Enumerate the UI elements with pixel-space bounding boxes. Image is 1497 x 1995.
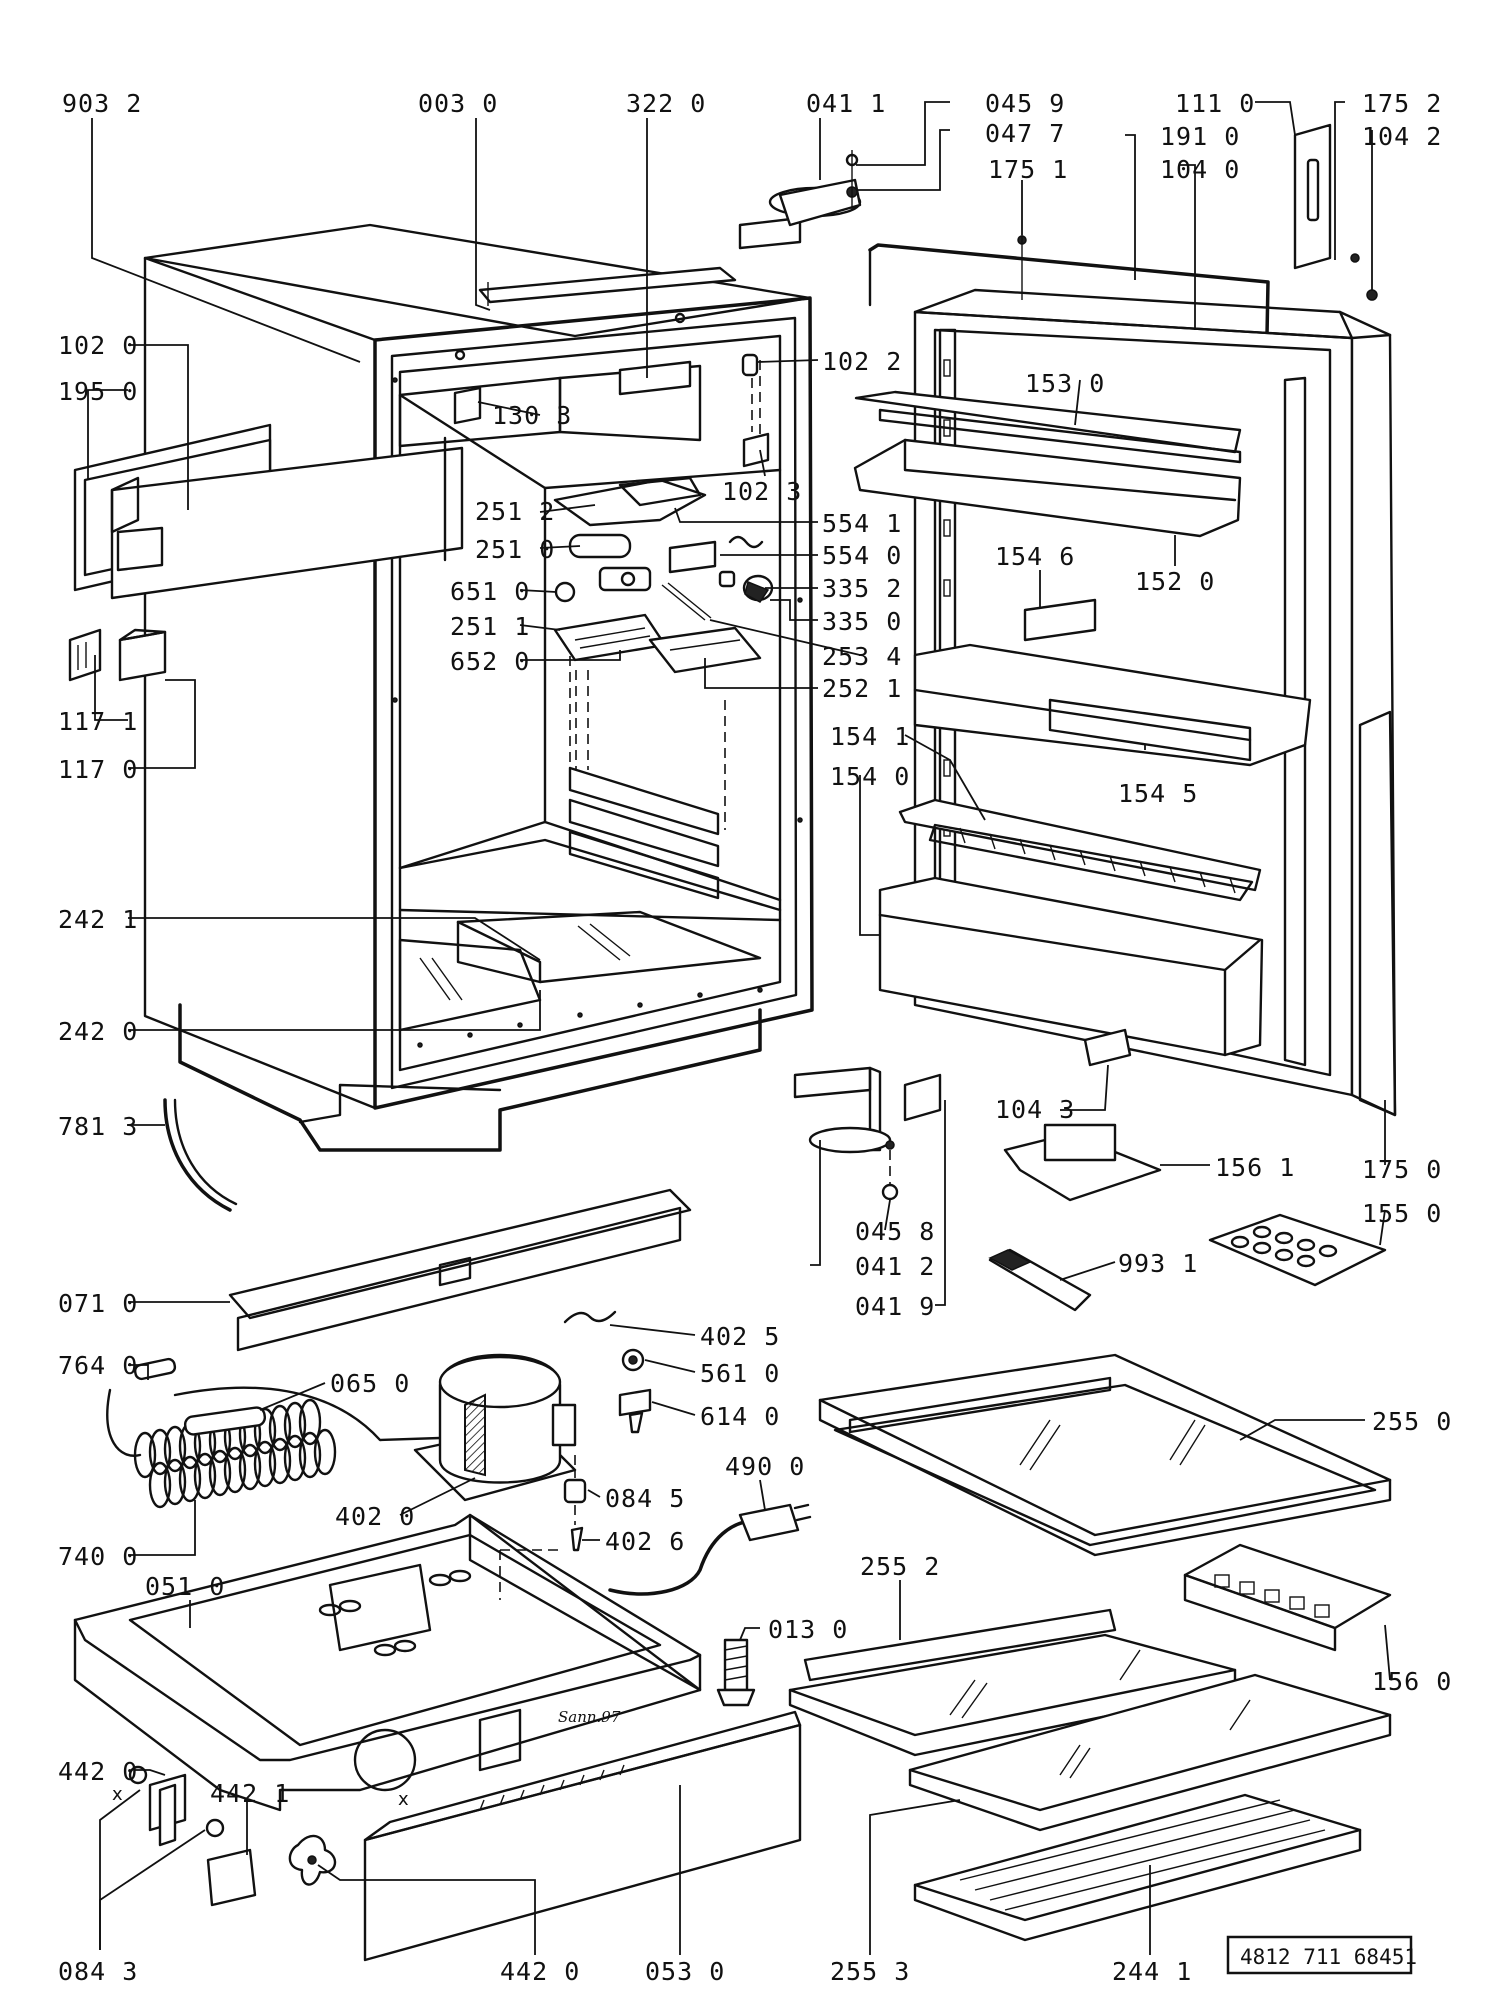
label-130-3: 130 3 bbox=[492, 401, 572, 430]
accessories bbox=[988, 1123, 1392, 1652]
x-mark-left: x bbox=[112, 1784, 123, 1805]
label-053-0: 053 0 bbox=[645, 1957, 725, 1986]
label-554-0: 554 0 bbox=[822, 541, 902, 570]
fan-motor bbox=[128, 1765, 337, 1907]
label-102-3: 102 3 bbox=[722, 477, 802, 506]
document-number-box: 4812 711 68451 bbox=[1226, 1935, 1417, 1975]
label-614-0: 614 0 bbox=[700, 1402, 780, 1431]
label-554-1: 554 1 bbox=[822, 509, 902, 538]
lower-hinge bbox=[793, 1066, 942, 1201]
label-104-2: 104 2 bbox=[1362, 122, 1442, 151]
label-154-6: 154 6 bbox=[995, 542, 1075, 571]
label-242-1: 242 1 bbox=[58, 905, 138, 934]
label-155-0: 155 0 bbox=[1362, 1199, 1442, 1228]
label-651-0: 651 0 bbox=[450, 577, 530, 606]
label-781-3: 781 3 bbox=[58, 1112, 138, 1141]
leader-lines bbox=[87, 101, 1391, 1955]
label-255-0: 255 0 bbox=[1372, 1407, 1452, 1436]
top-hinge bbox=[738, 150, 862, 250]
door bbox=[853, 123, 1397, 1117]
control-panel-parts bbox=[68, 353, 770, 682]
label-154-1: 154 1 bbox=[830, 722, 910, 751]
label-255-3: 255 3 bbox=[830, 1957, 910, 1986]
document-number: 4812 711 68451 bbox=[1240, 1945, 1417, 1969]
label-071-0: 071 0 bbox=[58, 1289, 138, 1318]
label-084-5: 084 5 bbox=[605, 1484, 685, 1513]
label-041-1: 041 1 bbox=[806, 89, 886, 118]
label-104-0: 104 0 bbox=[1160, 155, 1240, 184]
signature: Sann.97 bbox=[558, 1708, 621, 1726]
label-195-0: 195 0 bbox=[58, 377, 138, 406]
label-104-3: 104 3 bbox=[995, 1095, 1075, 1124]
label-251-1: 251 1 bbox=[450, 612, 530, 641]
label-253-4: 253 4 bbox=[822, 642, 902, 671]
label-175-2: 175 2 bbox=[1362, 89, 1442, 118]
label-251-2: 251 2 bbox=[475, 497, 555, 526]
base-tray bbox=[73, 1513, 702, 1812]
label-102-0: 102 0 bbox=[58, 331, 138, 360]
label-003-0: 003 0 bbox=[418, 89, 498, 118]
label-084-3: 084 3 bbox=[58, 1957, 138, 1986]
label-242-0: 242 0 bbox=[58, 1017, 138, 1046]
label-111-0: 111 0 bbox=[1175, 89, 1255, 118]
label-402-6: 402 6 bbox=[605, 1527, 685, 1556]
label-154-5: 154 5 bbox=[1118, 779, 1198, 808]
thermostat-lamp-assembly bbox=[553, 476, 774, 770]
x-mark-tray: x bbox=[398, 1789, 409, 1810]
label-244-1: 244 1 bbox=[1112, 1957, 1192, 1986]
label-402-0: 402 0 bbox=[335, 1502, 415, 1531]
label-402-5: 402 5 bbox=[700, 1322, 780, 1351]
label-335-0: 335 0 bbox=[822, 607, 902, 636]
label-051-0: 051 0 bbox=[145, 1572, 225, 1601]
label-335-2: 335 2 bbox=[822, 574, 902, 603]
label-442-0-top: 442 0 bbox=[58, 1757, 138, 1786]
label-993-1: 993 1 bbox=[1118, 1249, 1198, 1278]
label-152-0: 152 0 bbox=[1135, 567, 1215, 596]
label-045-8: 045 8 bbox=[855, 1217, 935, 1246]
label-322-0: 322 0 bbox=[626, 89, 706, 118]
label-117-1: 117 1 bbox=[58, 707, 138, 736]
label-442-1: 442 1 bbox=[210, 1779, 290, 1808]
label-153-0: 153 0 bbox=[1025, 369, 1105, 398]
label-013-0: 013 0 bbox=[768, 1615, 848, 1644]
label-652-0: 652 0 bbox=[450, 647, 530, 676]
label-442-0-bottom: 442 0 bbox=[500, 1957, 580, 1986]
label-490-0: 490 0 bbox=[725, 1452, 805, 1481]
label-175-0: 175 0 bbox=[1362, 1155, 1442, 1184]
label-764-0: 764 0 bbox=[58, 1351, 138, 1380]
label-251-0: 251 0 bbox=[475, 535, 555, 564]
label-252-1: 252 1 bbox=[822, 674, 902, 703]
part-labels: 903 2 003 0 322 0 041 1 045 9 047 7 175 … bbox=[58, 89, 1452, 1986]
label-561-0: 561 0 bbox=[700, 1359, 780, 1388]
label-255-2: 255 2 bbox=[860, 1552, 940, 1581]
front-grille bbox=[363, 1710, 802, 1962]
label-175-1: 175 1 bbox=[988, 155, 1068, 184]
label-191-0: 191 0 bbox=[1160, 122, 1240, 151]
compressor-area bbox=[106, 1098, 812, 1707]
label-065-0: 065 0 bbox=[330, 1369, 410, 1398]
label-041-2: 041 2 bbox=[855, 1252, 935, 1281]
label-045-9: 045 9 bbox=[985, 89, 1065, 118]
label-047-7: 047 7 bbox=[985, 119, 1065, 148]
label-154-0: 154 0 bbox=[830, 762, 910, 791]
label-903-2: 903 2 bbox=[62, 89, 142, 118]
glass-shelves bbox=[788, 1353, 1392, 1942]
label-740-0: 740 0 bbox=[58, 1542, 138, 1571]
label-117-0: 117 0 bbox=[58, 755, 138, 784]
label-156-0: 156 0 bbox=[1372, 1667, 1452, 1696]
label-156-1: 156 1 bbox=[1215, 1153, 1295, 1182]
label-041-9: 041 9 bbox=[855, 1292, 935, 1321]
label-102-2: 102 2 bbox=[822, 347, 902, 376]
